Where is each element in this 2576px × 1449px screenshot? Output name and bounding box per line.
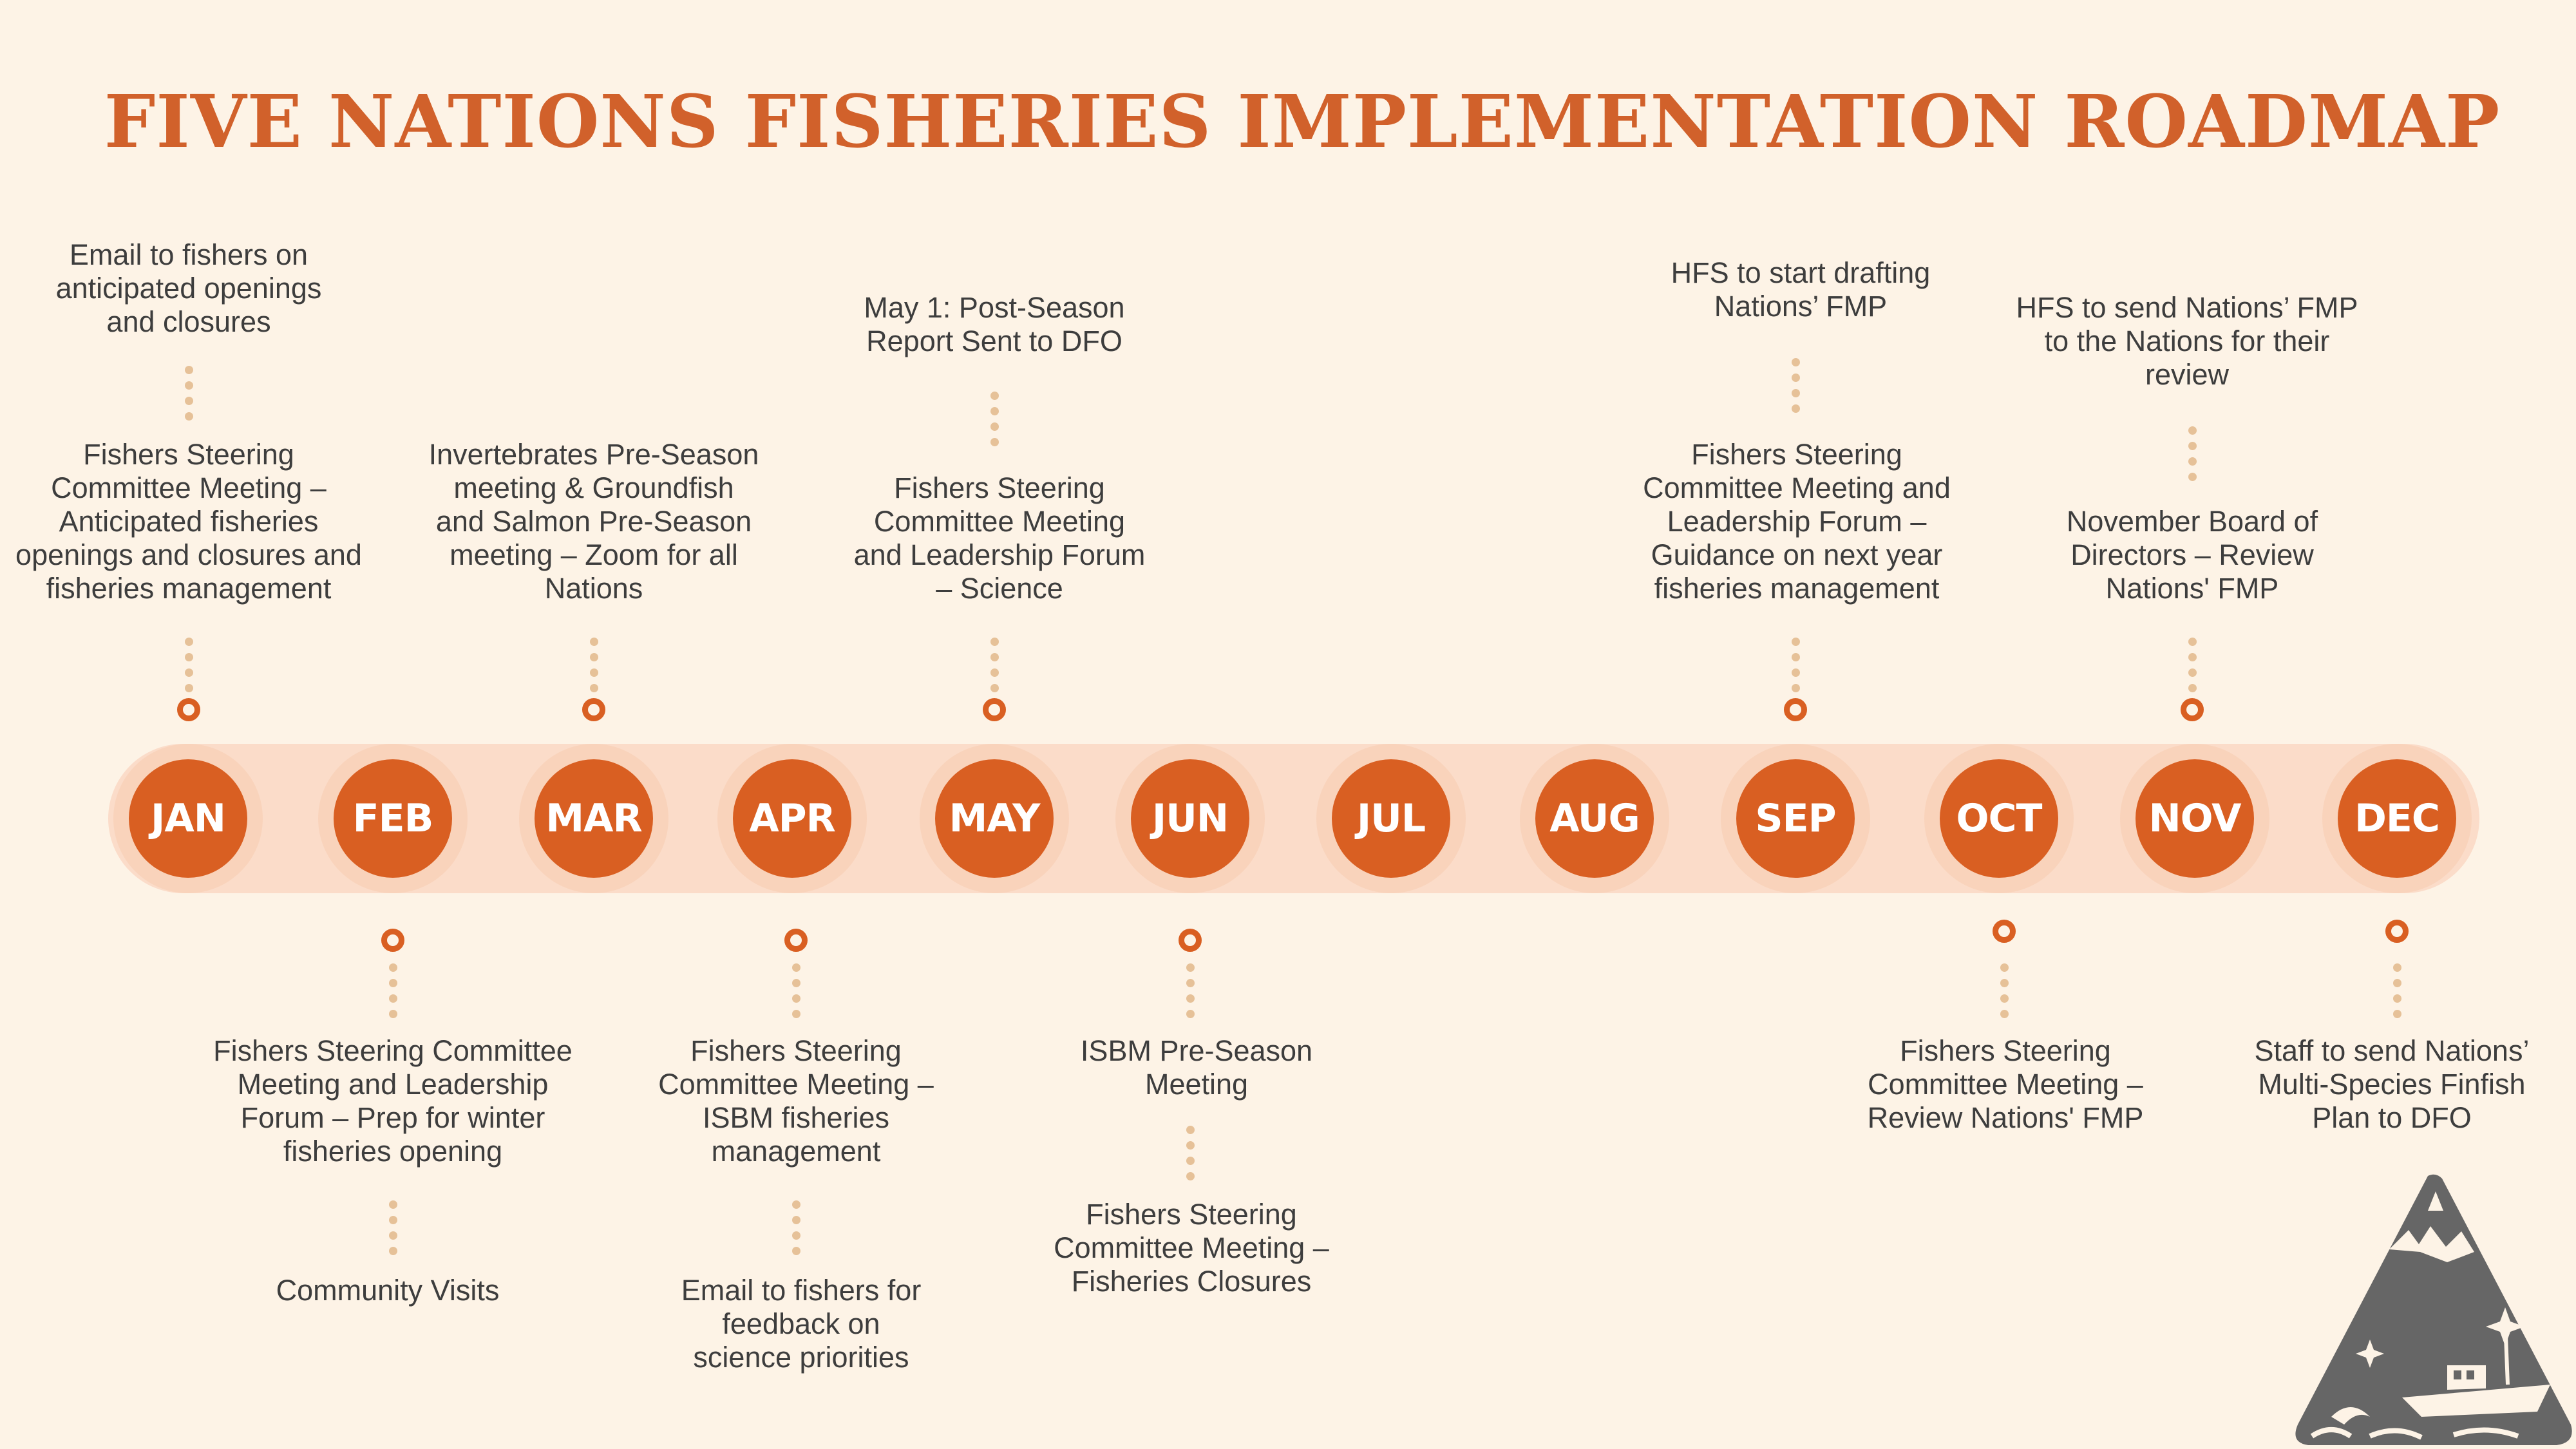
event-jan-email: Email to fishers on anticipated openings… bbox=[55, 238, 322, 338]
month-jan: JAN bbox=[113, 744, 263, 893]
connector-dots bbox=[2188, 426, 2197, 488]
event-dec-staff: Staff to send Nations’ Multi-Species Fin… bbox=[2254, 1034, 2530, 1134]
event-marker bbox=[381, 929, 404, 952]
page-title: FIVE NATIONS FISHERIES IMPLEMENTATION RO… bbox=[104, 80, 2501, 164]
connector-dots bbox=[388, 963, 397, 1025]
month-mar: MAR bbox=[519, 744, 668, 893]
month-label: JUN bbox=[1151, 796, 1229, 841]
connector-dots bbox=[2000, 963, 2009, 1025]
mountain-boat-emblem-icon bbox=[2295, 1174, 2572, 1445]
month-label: OCT bbox=[1956, 796, 2043, 841]
month-label: MAR bbox=[545, 796, 642, 841]
month-label: MAY bbox=[949, 796, 1041, 841]
event-may-report: May 1: Post-Season Report Sent to DFO bbox=[864, 291, 1125, 357]
event-oct-steering: Fishers Steering Committee Meeting – Rev… bbox=[1867, 1034, 2144, 1134]
connector-dots bbox=[1791, 358, 1800, 420]
timeline-track bbox=[108, 744, 2479, 893]
event-mar-preseason: Invertebrates Pre-Season meeting & Groun… bbox=[428, 438, 759, 605]
month-dec: DEC bbox=[2322, 744, 2472, 893]
event-feb-steering: Fishers Steering Committee Meeting and L… bbox=[213, 1034, 573, 1168]
month-label: AUG bbox=[1549, 796, 1640, 841]
month-label: JAN bbox=[151, 796, 226, 841]
month-label: JUL bbox=[1356, 796, 1426, 841]
connector-dots bbox=[184, 366, 193, 428]
event-nov-send: HFS to send Nations’ FMP to the Nations … bbox=[2016, 291, 2358, 391]
event-sep-drafting: HFS to start drafting Nations’ FMP bbox=[1671, 256, 1931, 323]
month-label: APR bbox=[749, 796, 836, 841]
month-sep: SEP bbox=[1721, 744, 1870, 893]
connector-dots bbox=[184, 638, 193, 699]
event-marker bbox=[1179, 929, 1202, 952]
event-sep-steering: Fishers Steering Committee Meeting and L… bbox=[1643, 438, 1951, 605]
month-label: DEC bbox=[2354, 796, 2440, 841]
month-oct: OCT bbox=[1924, 744, 2074, 893]
month-feb: FEB bbox=[318, 744, 468, 893]
month-label: FEB bbox=[352, 796, 434, 841]
connector-dots bbox=[990, 392, 999, 453]
connector-dots bbox=[1791, 638, 1800, 699]
event-marker bbox=[2385, 920, 2409, 943]
event-marker bbox=[1784, 698, 1807, 721]
event-jun-steering: Fishers Steering Committee Meeting – Fis… bbox=[1054, 1198, 1329, 1298]
month-label: SEP bbox=[1755, 796, 1836, 841]
month-aug: AUG bbox=[1520, 744, 1669, 893]
event-jan-steering: Fishers Steering Committee Meeting – Ant… bbox=[15, 438, 362, 605]
connector-dots bbox=[2188, 638, 2197, 699]
event-apr-email: Email to fishers for feedback on science… bbox=[681, 1274, 922, 1374]
event-marker bbox=[177, 698, 200, 721]
event-nov-board: November Board of Directors – Review Nat… bbox=[2066, 505, 2318, 605]
month-nov: NOV bbox=[2120, 744, 2269, 893]
event-marker bbox=[2181, 698, 2204, 721]
month-label: NOV bbox=[2148, 796, 2241, 841]
event-marker bbox=[582, 698, 605, 721]
event-may-steering: Fishers Steering Committee Meeting and L… bbox=[853, 471, 1146, 605]
event-apr-steering: Fishers Steering Committee Meeting – ISB… bbox=[658, 1034, 934, 1168]
connector-dots bbox=[791, 1200, 800, 1262]
month-apr: APR bbox=[717, 744, 867, 893]
connector-dots bbox=[388, 1200, 397, 1262]
event-marker bbox=[784, 929, 808, 952]
connector-dots bbox=[589, 638, 598, 699]
connector-dots bbox=[791, 963, 800, 1025]
connector-dots bbox=[990, 638, 999, 699]
connector-dots bbox=[2392, 963, 2401, 1025]
month-may: MAY bbox=[920, 744, 1069, 893]
event-jun-isbm: ISBM Pre-Season Meeting bbox=[1080, 1034, 1313, 1101]
connector-dots bbox=[1186, 963, 1195, 1025]
event-feb-community: Community Visits bbox=[276, 1274, 500, 1307]
event-marker bbox=[983, 698, 1006, 721]
month-jun: JUN bbox=[1115, 744, 1265, 893]
month-jul: JUL bbox=[1316, 744, 1466, 893]
event-marker bbox=[1993, 920, 2016, 943]
connector-dots bbox=[1186, 1126, 1195, 1188]
